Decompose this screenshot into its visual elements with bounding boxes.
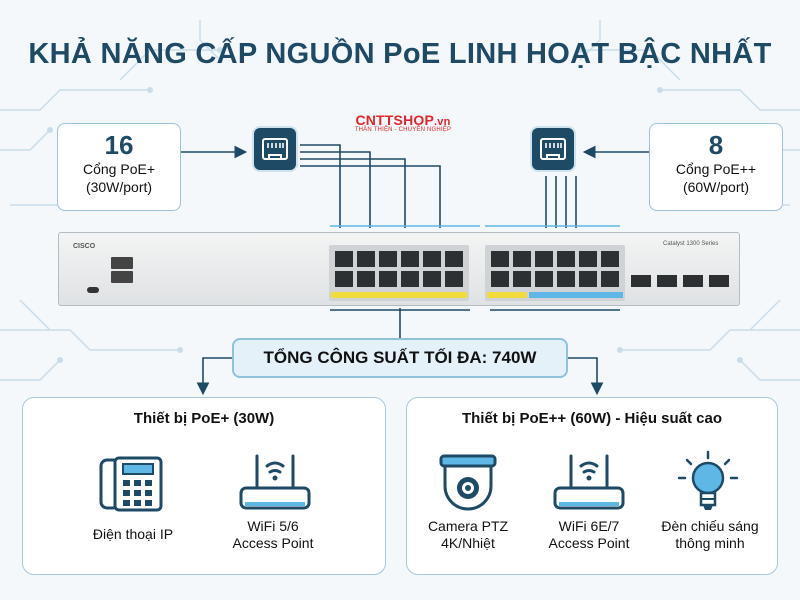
sfp-ports	[631, 275, 729, 287]
ethernet-port-icon	[530, 126, 576, 172]
poe-plus-plus-port-count: 8	[708, 130, 724, 160]
poe-plus-plus-port-label: Cổng PoE++	[675, 161, 757, 177]
total-power-box: TỔNG CÔNG SUẤT TỐI ĐA: 740W	[232, 338, 568, 378]
poe-plus-plus-port-rating: (60W/port)	[682, 179, 750, 195]
poe-plus-devices-panel: Thiết bị PoE+ (30W) Điện thoại IP WiFi 5…	[22, 397, 386, 575]
console-port	[111, 257, 133, 269]
ip-phone-icon	[99, 456, 163, 512]
network-switch: CISCO Catalyst 1300 Series	[58, 232, 740, 306]
ptz-camera-icon	[439, 454, 497, 511]
brand-logo: CNTTSHOP.vn THÂN THIỆN - CHUYÊN NGHIỆP	[338, 112, 468, 133]
poe-plus-port-rating: (30W/port)	[85, 179, 153, 195]
vendor-logo: CISCO	[73, 243, 96, 250]
poe-plus-port-label: Cổng PoE+	[83, 161, 155, 177]
switch-model: Catalyst 1300 Series	[663, 241, 719, 247]
poe-plus-port-count: 16	[104, 130, 134, 160]
poe-plus-plus-devices-panel: Thiết bị PoE++ (60W) - Hiệu suất cao Cam…	[406, 397, 778, 575]
access-point-icon	[239, 454, 311, 510]
brand-tagline: THÂN THIỆN - CHUYÊN NGHIỆP	[354, 127, 452, 133]
poe-plus-port-count-box: 16 Cổng PoE+ (30W/port)	[57, 123, 181, 211]
page-title: KHẢ NĂNG CẤP NGUỒN PoE LINH HOẠT BẬC NHẤ…	[28, 38, 772, 70]
access-point-icon	[553, 454, 625, 510]
poe-plus-plus-port-count-box: 8 Cổng PoE++ (60W/port)	[649, 123, 783, 211]
brand-name: CNTTSHOP.vn	[355, 112, 451, 128]
usb-port	[87, 287, 99, 293]
console-port	[111, 271, 133, 283]
ethernet-port-icon	[252, 126, 298, 172]
panel-title: Thiết bị PoE+ (30W)	[133, 410, 275, 427]
device-label: Điện thoại IP	[92, 526, 174, 542]
panel-title: Thiết bị PoE++ (60W) - Hiệu suất cao	[461, 410, 723, 427]
smart-bulb-icon	[677, 450, 739, 510]
rj45-ports	[331, 251, 623, 298]
